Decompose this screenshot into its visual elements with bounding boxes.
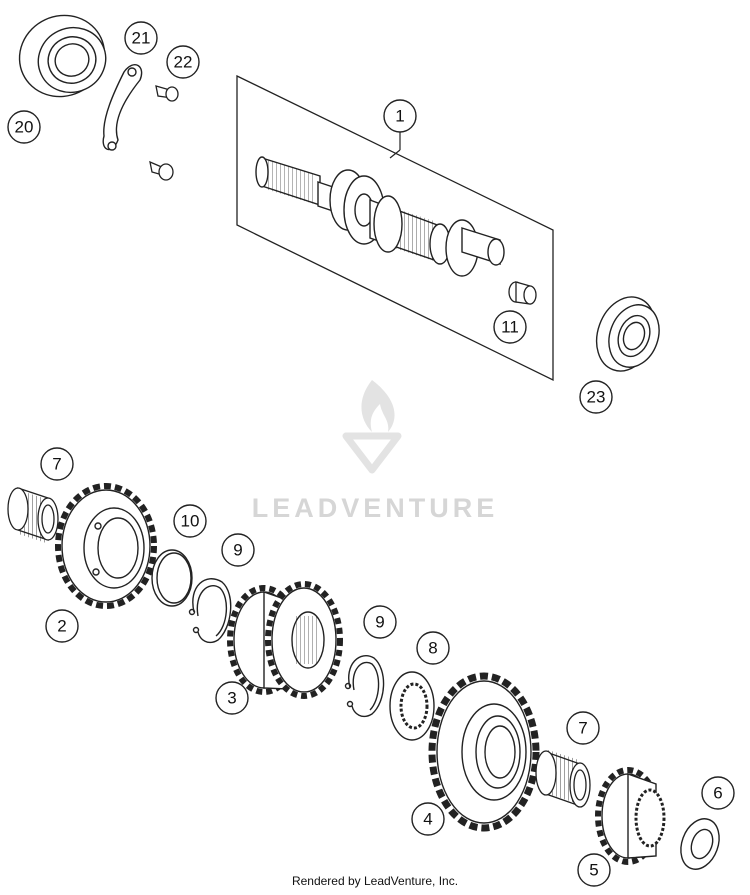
callout-10: 10 [173,504,207,538]
callout-label-10: 10 [181,512,200,531]
bearing-part-20 [18,14,107,98]
callout-label-3: 3 [227,689,236,708]
callout-label-21: 21 [132,29,151,48]
callout-7-lower: 7 [566,711,600,745]
callout-8: 8 [416,631,450,665]
callout-3: 3 [215,681,249,715]
callout-20: 20 [7,110,41,144]
callout-23: 23 [579,380,613,414]
gear-part-5 [595,767,666,865]
callout-7-upper: 7 [40,447,74,481]
circlip-part-9-upper [188,578,232,644]
callout-label-2: 2 [57,617,66,636]
callout-label-11: 11 [501,318,519,337]
circlip-part-9-lower [344,655,385,718]
leader-line-1b [389,149,401,159]
callout-label-7-lower: 7 [578,719,587,738]
callout-label-7-upper: 7 [52,455,61,474]
callout-4: 4 [411,802,445,836]
bearing-part-23 [595,296,660,372]
callout-label-1: 1 [395,107,404,126]
leadventure-logo-watermark: LEADVENTURE [252,380,499,523]
callout-label-9-upper: 9 [233,541,242,560]
callout-2: 2 [45,609,79,643]
needle-bearing-part-7-lower [535,750,591,808]
callout-22: 22 [166,45,200,79]
ring-part-10 [151,549,193,607]
callout-11: 11 [493,310,527,344]
needle-bearing-part-7-upper [7,487,59,543]
callout-label-5: 5 [589,861,598,880]
callout-21: 21 [124,21,158,55]
callout-9-lower: 9 [363,605,397,639]
callout-label-20: 20 [15,118,34,137]
double-gear-part-3 [227,581,343,699]
callout-label-23: 23 [587,388,606,407]
callout-label-22: 22 [174,53,193,72]
screw-part-22 [149,85,179,181]
thrust-washer-part-6 [680,818,720,870]
callout-9-upper: 9 [221,533,255,567]
lock-washer-part-8 [389,671,435,741]
callout-label-8: 8 [428,639,437,658]
bushing-part-11 [508,281,537,305]
callout-6: 6 [701,776,735,810]
callout-label-6: 6 [713,784,722,803]
assembly-frame [236,74,554,382]
callout-label-9-lower: 9 [375,613,384,632]
retaining-plate-part-21 [102,64,143,151]
callout-5: 5 [577,853,611,887]
watermark-brand-text: LEADVENTURE [252,493,499,523]
render-credit: Rendered by LeadVenture, Inc. [291,874,459,888]
gear-part-4 [428,672,540,832]
main-shaft-part-1 [255,156,505,277]
gear-part-2 [55,483,157,609]
callout-1: 1 [383,99,417,133]
callout-label-4: 4 [423,810,432,829]
